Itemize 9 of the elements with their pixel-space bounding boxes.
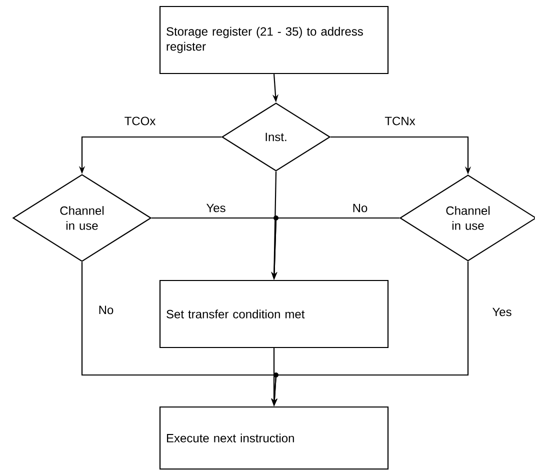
edge-label: TCNx [384,116,416,126]
process-box: Storage register (21 - 35) to address register [159,6,389,74]
edge-label: TCOx [124,116,156,126]
process-box: Set transfer condition met [159,280,389,348]
edge-label: No [353,204,368,212]
process-box: Execute next instruction [159,406,389,470]
edge-label: No [99,306,114,314]
edge-label: Yes [206,204,226,212]
edge-label: Yes [492,308,512,316]
